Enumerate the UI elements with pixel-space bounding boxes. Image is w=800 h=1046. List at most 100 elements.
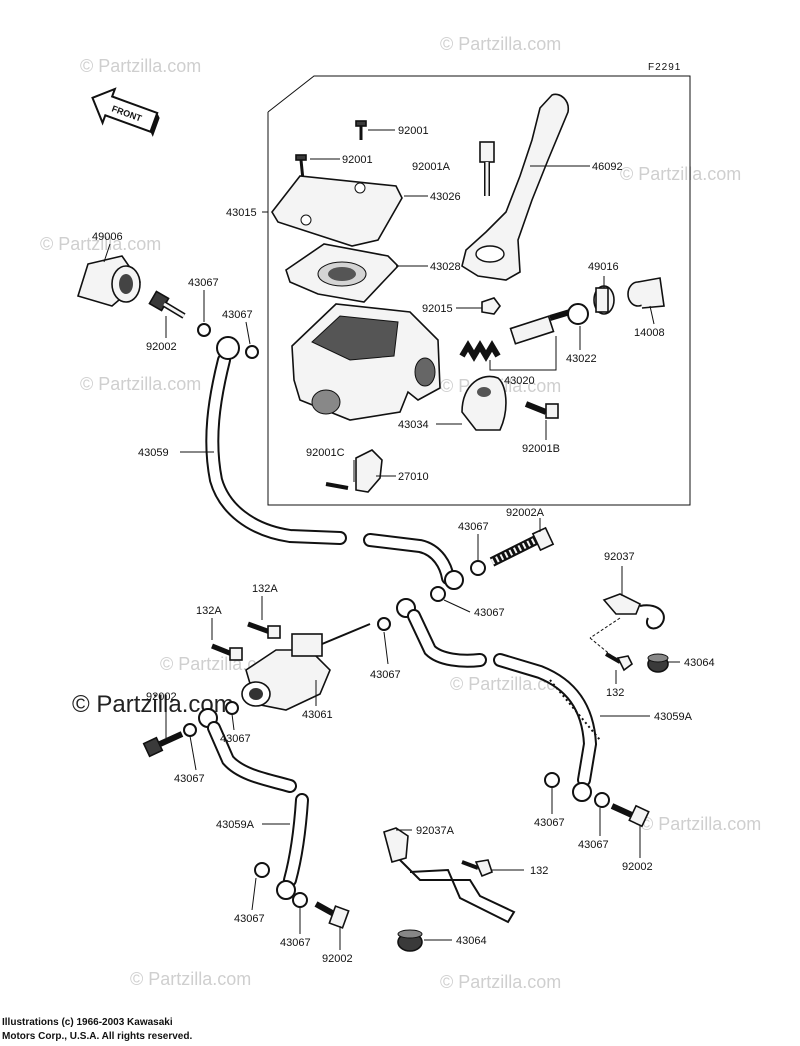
label-43067: 43067: [534, 817, 565, 829]
label-43026: 43026: [430, 191, 461, 203]
watermark: © Partzilla.com: [80, 374, 201, 394]
washer-43067: [225, 701, 239, 715]
label-43067: 43067: [458, 521, 489, 533]
label-49006: 49006: [92, 231, 123, 243]
watermark: © Partzilla.com: [80, 56, 201, 76]
label-92015: 92015: [422, 303, 453, 315]
washer-43067: [377, 617, 391, 631]
reservoir-cap-43026: [271, 175, 403, 247]
label-132: 132: [530, 865, 548, 877]
label-43059: 43059: [138, 447, 169, 459]
grommet-43064: [647, 653, 669, 673]
washer-43067: [183, 723, 197, 737]
label-43022: 43022: [566, 353, 597, 365]
label-43061: 43061: [302, 709, 333, 721]
label-92001B: 92001B: [522, 443, 560, 455]
label-92002: 92002: [146, 691, 177, 703]
banjo-bolt-92002-top: [148, 290, 186, 319]
bushing-14008: [627, 277, 665, 309]
label-92002: 92002: [146, 341, 177, 353]
washer-43067: [254, 862, 270, 878]
washer-43067: [430, 586, 446, 602]
bracket-92037: [602, 593, 665, 630]
hose-43059: [205, 336, 464, 590]
part-labels: 92001 92001 92001A 46092 43015 43026 430…: [92, 125, 715, 965]
banjo-bolt-92002A: [489, 526, 555, 567]
grommet-43064: [397, 929, 423, 952]
brake-lever-46092: [461, 93, 570, 281]
watermark: © Partzilla.com: [440, 34, 561, 54]
washer-43067: [197, 323, 211, 337]
label-43067: 43067: [370, 669, 401, 681]
label-43064: 43064: [456, 935, 487, 947]
label-43059A: 43059A: [216, 819, 255, 831]
watermark: © Partzilla.com: [620, 164, 741, 184]
cylinder-43061: [241, 623, 371, 711]
front-arrow-icon: FRONT: [91, 87, 160, 137]
label-43067: 43067: [220, 733, 251, 745]
label-49016: 49016: [588, 261, 619, 273]
bolt-132: [461, 859, 493, 878]
watermark: © Partzilla.com: [640, 814, 761, 834]
bolt-132A: [247, 621, 281, 639]
washer-43067: [292, 892, 308, 908]
label-92002: 92002: [322, 953, 353, 965]
copyright-line-1: Illustrations (c) 1966-2003 Kawasaki: [2, 1017, 173, 1028]
boot-49016: [593, 285, 615, 315]
label-92002: 92002: [622, 861, 653, 873]
label-92001A: 92001A: [412, 161, 451, 173]
piston-43020: [509, 309, 571, 345]
assembly-box-43015: [267, 75, 691, 506]
banjo-bolt-92002-right: [610, 803, 650, 828]
label-14008: 14008: [634, 327, 665, 339]
label-92037: 92037: [604, 551, 635, 563]
label-92001: 92001: [398, 125, 429, 137]
washer-43067: [245, 345, 259, 359]
screw-92001-top: [355, 120, 367, 140]
label-43020: 43020: [504, 375, 535, 387]
switch-27010: [325, 449, 383, 493]
master-cylinder-body: [291, 303, 441, 421]
label-43067: 43067: [578, 839, 609, 851]
label-43059A: 43059A: [654, 711, 693, 723]
label-92002A: 92002A: [506, 507, 545, 519]
label-43015: 43015: [226, 207, 257, 219]
bolt-132: [605, 652, 634, 672]
label-132A: 132A: [196, 605, 222, 617]
copyright-line-2: Motors Corp., U.S.A. All rights reserved…: [2, 1031, 192, 1042]
diaphragm-43028: [285, 243, 400, 303]
label-43067: 43067: [280, 937, 311, 949]
label-43067: 43067: [222, 309, 253, 321]
washer-43067: [594, 792, 610, 808]
banjo-bolt-92002-left: [142, 731, 184, 758]
bracket-92037A: [383, 827, 516, 924]
label-46092: 46092: [592, 161, 623, 173]
label-92001: 92001: [342, 154, 373, 166]
nut-92015: [481, 297, 501, 315]
label-92001C: 92001C: [306, 447, 345, 459]
label-132: 132: [606, 687, 624, 699]
label-43067: 43067: [174, 773, 205, 785]
washer-43067: [544, 772, 560, 788]
label-43064: 43064: [684, 657, 715, 669]
reference-code: F2291: [648, 62, 681, 73]
pivot-bolt-92001A: [479, 141, 495, 196]
label-27010: 27010: [398, 471, 429, 483]
watermark: © Partzilla.com: [40, 234, 161, 254]
bolt-132A: [211, 643, 243, 661]
label-43028: 43028: [430, 261, 461, 273]
label-43034: 43034: [398, 419, 429, 431]
bolt-92001B: [524, 401, 559, 419]
label-132A: 132A: [252, 583, 278, 595]
hose-43059A-right: [396, 598, 601, 802]
label-43067: 43067: [234, 913, 265, 925]
washer-43067: [470, 560, 486, 576]
washer-43022: [567, 303, 589, 325]
hose-43059A-left: [198, 708, 309, 900]
spring-43020: [459, 340, 501, 362]
watermark: © Partzilla.com: [440, 972, 561, 992]
label-92037A: 92037A: [416, 825, 455, 837]
clamp-43034: [461, 375, 507, 431]
